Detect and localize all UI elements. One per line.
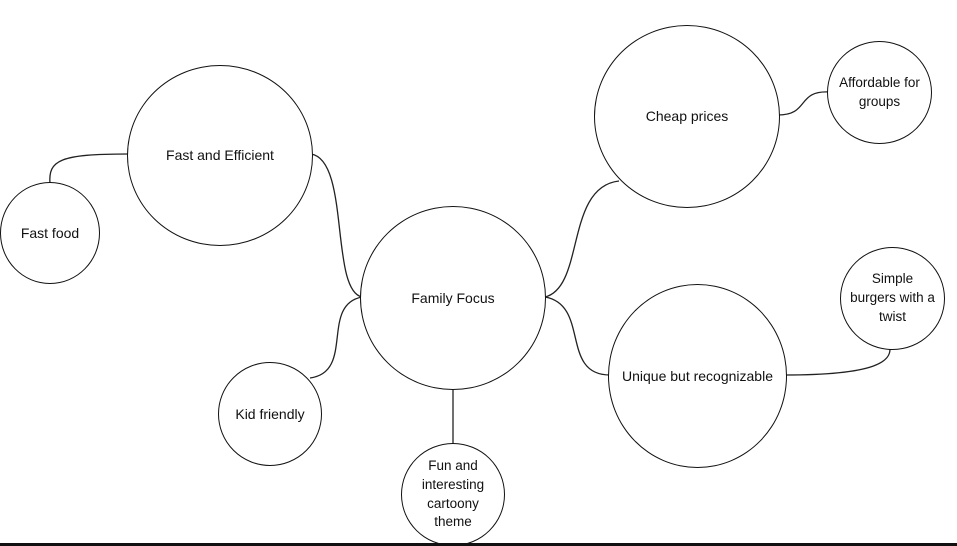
edge-fast-efficient-to-fast-food [49, 153, 129, 185]
node-cheap-prices: Cheap prices [594, 25, 780, 208]
node-family-focus: Family Focus [360, 206, 546, 390]
node-fast-food: Fast food [0, 182, 100, 284]
edge-unique-to-simple-burgers [784, 348, 891, 376]
edge-center-to-fast-efficient [310, 153, 363, 298]
edge-center-to-cheap-prices [544, 180, 620, 298]
node-affordable-for-groups: Affordable for groups [827, 41, 932, 144]
edge-center-to-unique [544, 296, 611, 376]
node-fun-theme: Fun and interesting cartoony theme [401, 443, 505, 546]
node-fast-efficient: Fast and Efficient [127, 65, 313, 246]
bottom-border-line [0, 543, 957, 546]
node-kid-friendly: Kid friendly [218, 362, 322, 466]
edge-center-to-kid-friendly [309, 296, 363, 379]
edge-cheap-to-affordable [777, 91, 831, 116]
node-simple-burgers: Simple burgers with a twist [840, 247, 945, 350]
node-unique-recognizable: Unique but recognizable [608, 284, 787, 468]
